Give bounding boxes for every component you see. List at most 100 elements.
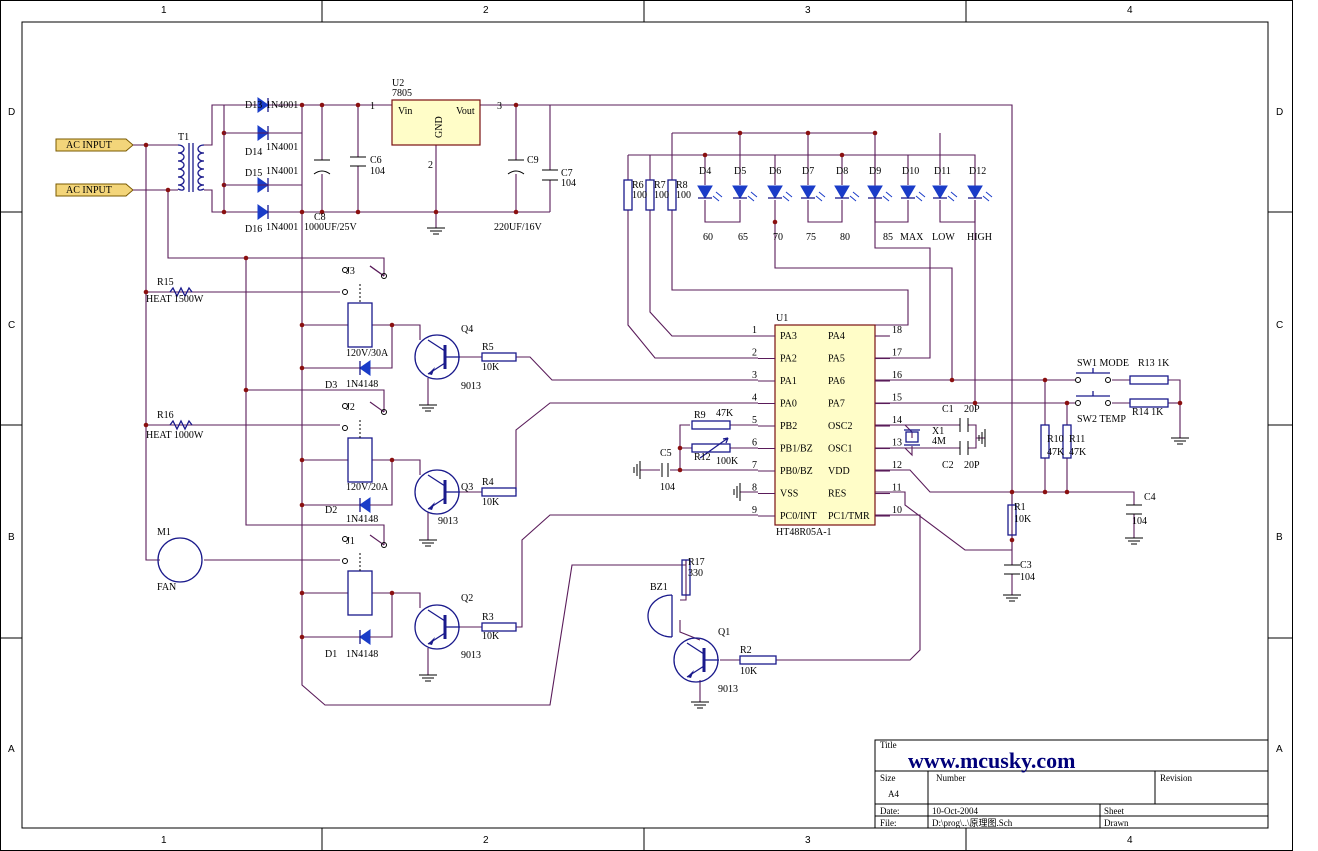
label-q1: Q1 <box>718 627 730 638</box>
grid-row-B: B <box>8 532 15 543</box>
mcu-pin-18-name: PA4 <box>828 331 845 342</box>
label-sw2: SW2 TEMP <box>1077 414 1126 425</box>
mcu-pin-2-number: 2 <box>752 348 757 359</box>
grid-row-A: A <box>8 744 15 755</box>
mcu-pin-3-name: PA1 <box>780 376 797 387</box>
grid-col-1: 1 <box>161 835 167 846</box>
led-d8-name: D8 <box>836 166 848 177</box>
label-r5: R5 <box>482 342 494 353</box>
label-r16: R16 <box>157 410 174 421</box>
led-d11-icon <box>932 185 948 199</box>
led-d8-icon <box>834 185 850 199</box>
led-d7-value: 75 <box>806 232 816 243</box>
label-r16v: HEAT 1000W <box>146 430 204 441</box>
label-c2: C2 <box>942 460 954 471</box>
mcu-pin-8-number: 8 <box>752 483 757 494</box>
grid-col-4: 4 <box>1127 5 1133 16</box>
ac-input-connectors: AC INPUT AC INPUT <box>55 138 134 197</box>
relays <box>342 265 392 645</box>
label-r17v: 330 <box>688 568 703 579</box>
mcu-pin-15-number: 15 <box>892 393 902 404</box>
led-d7-icon <box>800 185 816 199</box>
transistors <box>414 334 719 683</box>
label-r4v: 10K <box>482 497 500 508</box>
led-d12-name: D12 <box>969 166 986 177</box>
label-r8v: 100 <box>676 190 691 201</box>
label-d16v: 1N4001 <box>266 222 298 233</box>
label-r6: R6 <box>632 180 644 191</box>
label-r9: R9 <box>694 410 706 421</box>
led-d9-icon <box>867 185 883 199</box>
label-r6v: 100 <box>632 190 647 201</box>
mcu-pin-4-name: PA0 <box>780 399 797 410</box>
led-d11-name: D11 <box>934 166 951 177</box>
label-r11: R11 <box>1069 434 1085 445</box>
label-u2: U2 <box>392 78 404 89</box>
grid-col-4: 4 <box>1127 835 1133 846</box>
label-r1v: 10K <box>1014 514 1032 525</box>
mcu-pin-14-number: 14 <box>892 415 902 426</box>
title-block-date-label: Date: <box>880 806 900 816</box>
led-d10-name: D10 <box>902 166 919 177</box>
title-block-file-label: File: <box>880 818 897 828</box>
label-bz1: BZ1 <box>650 582 668 593</box>
mcu-pin-9-number: 9 <box>752 505 757 516</box>
title-block-drawn-label: Drawn <box>1104 818 1129 828</box>
resistors <box>481 179 1169 665</box>
label-rel2: 120V/20A <box>346 482 389 493</box>
led-d12-value: HIGH <box>967 232 992 243</box>
mcu-pin-6-name: PB1/BZ <box>780 444 813 455</box>
label-r14: R14 1K <box>1132 407 1164 418</box>
label-c1: C1 <box>942 404 954 415</box>
label-d13: D13 <box>245 100 262 111</box>
label-r4: R4 <box>482 477 494 488</box>
led-d4-name: D4 <box>699 166 711 177</box>
label-c5v: 104 <box>660 482 675 493</box>
label-c3: C3 <box>1020 560 1032 571</box>
grid-row-A: A <box>1276 744 1283 755</box>
mcu-pin-1-number: 1 <box>752 325 757 336</box>
label-p3: 3 <box>497 101 502 112</box>
label-d15: D15 <box>245 168 262 179</box>
led-d9-value: 85 <box>883 232 893 243</box>
label-j1: J1 <box>346 536 355 547</box>
transformer-t1 <box>177 143 205 192</box>
label-r15: R15 <box>157 277 174 288</box>
mcu-pin-18-number: 18 <box>892 325 902 336</box>
led-d11-value: LOW <box>932 232 955 243</box>
label-d1v: 1N4148 <box>346 649 378 660</box>
mcu-pin-2-name: PA2 <box>780 354 797 365</box>
junction-dots <box>143 102 1183 640</box>
mcu-pin-7-name: PB0/BZ <box>780 466 813 477</box>
led-d4-value: 60 <box>703 232 713 243</box>
mcu-pin-13-name: OSC1 <box>828 444 852 455</box>
label-r7: R7 <box>654 180 666 191</box>
title-block-size: A4 <box>888 789 899 799</box>
grid-col-3: 3 <box>805 5 811 16</box>
fan-motor-m1 <box>157 537 203 583</box>
title-block-title-label: Title <box>880 740 897 750</box>
regulator-u2 <box>391 99 481 146</box>
mcu-pin-4-number: 4 <box>752 393 757 404</box>
grid-row-C: C <box>8 320 15 331</box>
led-d12-icon <box>967 185 983 199</box>
led-d6-icon <box>767 185 783 199</box>
label-r8: R8 <box>676 180 688 191</box>
mcu-pin-15-name: PA7 <box>828 399 845 410</box>
led-d6-name: D6 <box>769 166 781 177</box>
label-c9: C9 <box>527 155 539 166</box>
label-p1: 1 <box>370 101 375 112</box>
label-r11v: 47K <box>1069 447 1087 458</box>
label-x1v: 4M <box>932 436 946 447</box>
label-vin: Vin <box>398 106 412 117</box>
led-array: D460D565D670D775D880D985D10MAXD11LOWD12H… <box>697 166 993 243</box>
label-c4: C4 <box>1144 492 1156 503</box>
led-d5-name: D5 <box>734 166 746 177</box>
grid-row-D: D <box>1276 107 1283 118</box>
ground-symbols <box>419 227 1189 709</box>
heater-elements <box>169 286 193 431</box>
mcu-pin-17-name: PA5 <box>828 354 845 365</box>
mcu-pin-16-number: 16 <box>892 370 902 381</box>
label-q4: Q4 <box>461 324 473 335</box>
